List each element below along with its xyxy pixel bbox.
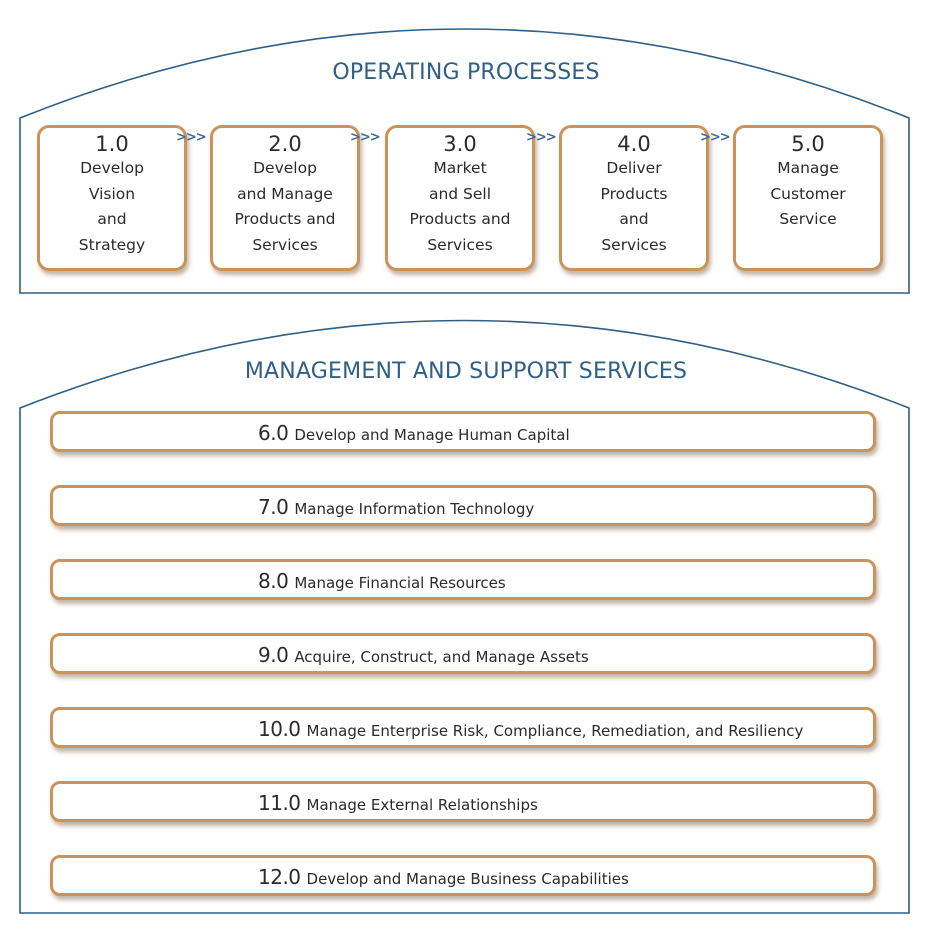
service-label: Manage External Relationships bbox=[306, 796, 538, 814]
service-number: 9.0 bbox=[258, 643, 289, 667]
process-box: 3.0 Market and Sell Products and Service… bbox=[385, 125, 535, 271]
operating-processes-frame bbox=[19, 28, 910, 294]
management-support-title: MANAGEMENT AND SUPPORT SERVICES bbox=[244, 359, 688, 384]
service-label: Develop and Manage Business Capabilities bbox=[306, 870, 629, 888]
process-label: Deliver Products and Services bbox=[600, 159, 668, 254]
service-number: 6.0 bbox=[258, 421, 289, 445]
service-number: 11.0 bbox=[258, 791, 301, 815]
service-number: 7.0 bbox=[258, 495, 289, 519]
process-number: 4.0 bbox=[617, 132, 651, 156]
service-bar: 12.0 Develop and Manage Business Capabili… bbox=[50, 855, 876, 896]
service-label: Manage Enterprise Risk, Compliance, Reme… bbox=[306, 722, 804, 740]
operating-processes-title: OPERATING PROCESSES bbox=[332, 60, 600, 85]
service-bar: 9.0 Acquire, Construct, and Manage Assets bbox=[50, 633, 876, 674]
service-number: 12.0 bbox=[258, 865, 301, 889]
service-label: Manage Financial Resources bbox=[294, 574, 506, 592]
flow-chevron-icon: >>> bbox=[176, 130, 207, 145]
process-box: 1.0 Develop Vision and Strategy bbox=[37, 125, 187, 271]
process-box: 5.0 Manage Customer Service bbox=[733, 125, 883, 271]
service-bar: 6.0 Develop and Manage Human Capital bbox=[50, 411, 876, 452]
process-number: 5.0 bbox=[791, 132, 825, 156]
process-number: 3.0 bbox=[443, 132, 477, 156]
service-bar: 10.0 Manage Enterprise Risk, Compliance, … bbox=[50, 707, 876, 748]
service-label: Manage Information Technology bbox=[294, 500, 535, 518]
process-number: 2.0 bbox=[268, 132, 302, 156]
process-label: Develop and Manage Products and Services bbox=[234, 159, 336, 254]
process-label: Market and Sell Products and Services bbox=[409, 159, 511, 254]
process-box: 4.0 Deliver Products and Services bbox=[559, 125, 709, 271]
service-label: Acquire, Construct, and Manage Assets bbox=[294, 648, 589, 666]
management-support-frame bbox=[19, 319, 910, 914]
service-bar: 8.0 Manage Financial Resources bbox=[50, 559, 876, 600]
service-number: 10.0 bbox=[258, 717, 301, 741]
process-label: Manage Customer Service bbox=[770, 159, 846, 228]
process-label: Develop Vision and Strategy bbox=[78, 159, 146, 254]
process-box: 2.0 Develop and Manage Products and Serv… bbox=[210, 125, 360, 271]
flow-chevron-icon: >>> bbox=[700, 130, 731, 145]
flow-chevron-icon: >>> bbox=[350, 130, 381, 145]
service-label: Develop and Manage Human Capital bbox=[294, 426, 570, 444]
process-number: 1.0 bbox=[95, 132, 129, 156]
service-number: 8.0 bbox=[258, 569, 289, 593]
service-bar: 7.0 Manage Information Technology bbox=[50, 485, 876, 526]
flow-chevron-icon: >>> bbox=[526, 130, 557, 145]
service-bar: 11.0 Manage External Relationships bbox=[50, 781, 876, 822]
